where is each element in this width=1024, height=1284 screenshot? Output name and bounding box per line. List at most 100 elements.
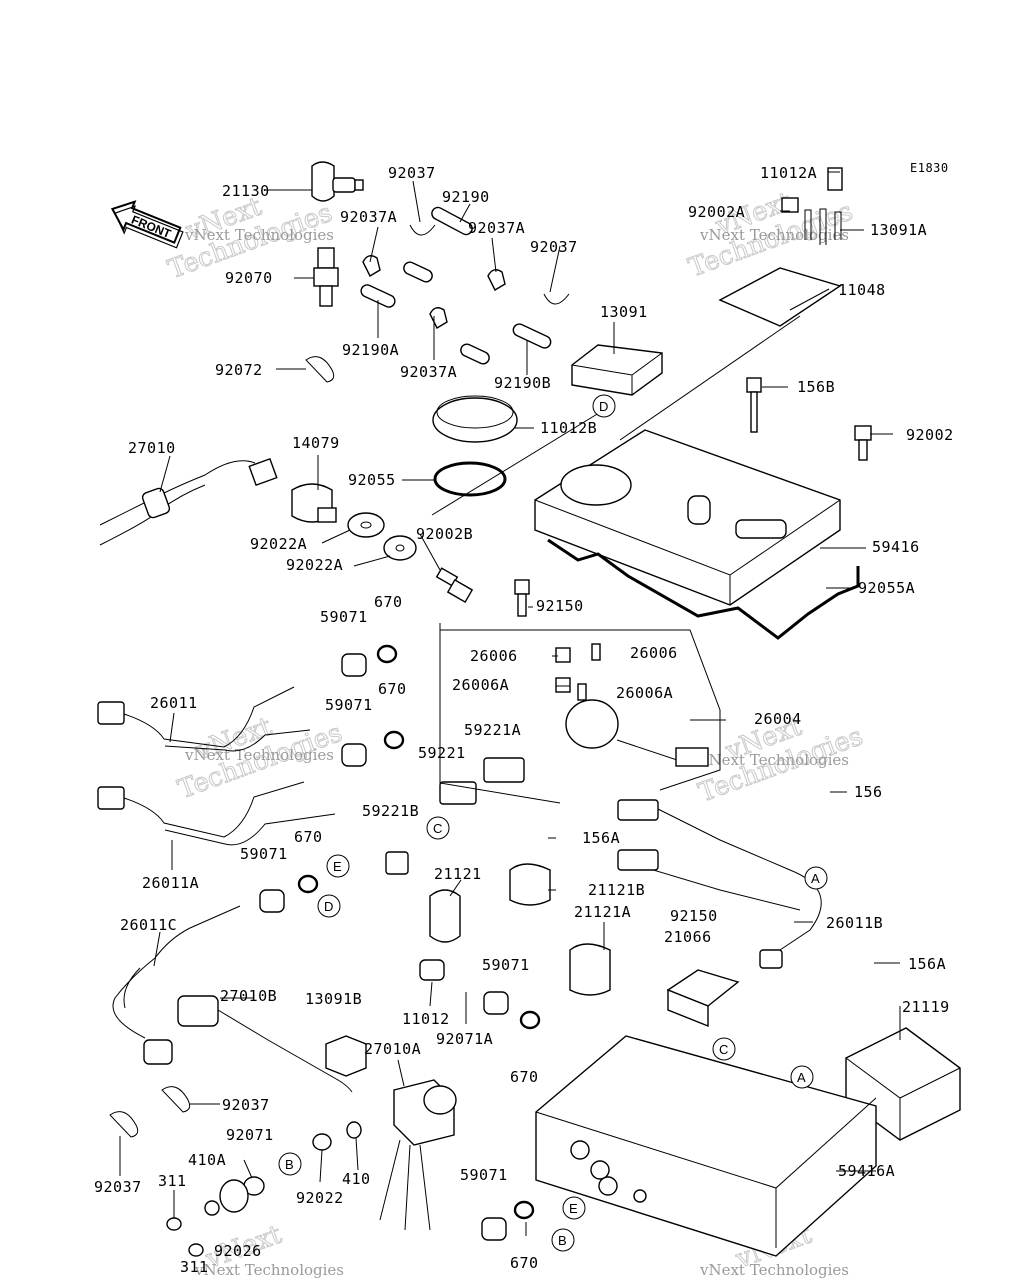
leader-lines	[119, 171, 901, 1236]
part-label: 92055A	[858, 579, 915, 597]
part-label: 27010A	[364, 1040, 421, 1058]
ref-circle-e: E	[562, 1196, 586, 1220]
svg-text:B: B	[285, 1157, 294, 1172]
part-label: 26004	[754, 710, 802, 728]
part-label: 21121	[434, 865, 482, 883]
part-label: 92190	[442, 188, 490, 206]
part-label: 59416A	[838, 1162, 895, 1180]
ref-circle-a: A	[804, 866, 828, 890]
part-label: 13091A	[870, 221, 927, 239]
ref-circle-c: C	[426, 816, 450, 840]
part-label: 59071	[325, 696, 373, 714]
svg-text:D: D	[324, 899, 333, 914]
part-label: 92071A	[436, 1030, 493, 1048]
part-label: 26006	[470, 647, 518, 665]
ref-circle-b: B	[551, 1228, 575, 1252]
watermark-inline: vNext Technologies	[699, 1261, 849, 1279]
part-label: 26011C	[120, 916, 177, 934]
ref-circle-c: C	[712, 1037, 736, 1061]
ref-circle-d: D	[592, 394, 616, 418]
part-label: 156A	[582, 829, 620, 847]
svg-text:A: A	[811, 871, 820, 886]
part-label: 59221	[418, 744, 466, 762]
part-label: 59071	[482, 956, 530, 974]
part-label: 21066	[664, 928, 712, 946]
part-label: 27010	[128, 439, 176, 457]
part-label: 59416	[872, 538, 920, 556]
part-label: 92037A	[400, 363, 457, 381]
part-label: 92022A	[250, 535, 307, 553]
part-label: 92072	[215, 361, 263, 379]
part-label: 13091B	[305, 990, 362, 1008]
part-label: 92037	[530, 238, 578, 256]
watermark-inline: vNext Technologies	[699, 751, 849, 769]
part-label: 92002B	[416, 525, 473, 543]
watermark-inline: vNext Technologies	[194, 1261, 344, 1279]
part-label: 92037	[222, 1096, 270, 1114]
part-label: 92071	[226, 1126, 274, 1144]
ref-circle-b: B	[278, 1152, 302, 1176]
part-label: 92002A	[688, 203, 745, 221]
part-label: 92150	[670, 907, 718, 925]
part-label: 11012A	[760, 164, 817, 182]
part-label: 156B	[797, 378, 835, 396]
front-arrow-icon: FRONT	[110, 200, 184, 249]
svg-text:C: C	[719, 1042, 728, 1057]
part-label: 59071	[320, 608, 368, 626]
watermark-inline: vNext Technologies	[699, 226, 849, 244]
part-label: 13091	[600, 303, 648, 321]
part-label: 26011B	[826, 914, 883, 932]
svg-text:E: E	[333, 859, 342, 874]
part-label: 92037A	[468, 219, 525, 237]
part-label: 92150	[536, 597, 584, 615]
part-label: 92037	[388, 164, 436, 182]
part-label: 92002	[906, 426, 954, 444]
diagram-code: E1830	[910, 161, 949, 175]
part-label: 670	[510, 1068, 539, 1086]
part-label: 311	[180, 1258, 209, 1276]
part-label: 670	[374, 593, 403, 611]
watermark-inline: vNext Technologies	[184, 746, 334, 764]
part-label: 410	[342, 1170, 371, 1188]
part-label: 670	[294, 828, 323, 846]
part-label: 92037A	[340, 208, 397, 226]
part-label: 670	[378, 680, 407, 698]
ref-circle-e: E	[326, 854, 350, 878]
part-label: 59221A	[464, 721, 521, 739]
svg-text:C: C	[433, 821, 442, 836]
part-label: 410A	[188, 1151, 226, 1169]
part-label: 156A	[908, 955, 946, 973]
part-label: 311	[158, 1172, 187, 1190]
part-label: 26006	[630, 644, 678, 662]
part-label: 11012B	[540, 419, 597, 437]
reference-markers: D A C E D C A B E B	[278, 394, 828, 1252]
svg-text:A: A	[797, 1070, 806, 1085]
part-label: 92190B	[494, 374, 551, 392]
part-label: 26006A	[452, 676, 509, 694]
part-label: 59071	[460, 1166, 508, 1184]
part-label: 156	[854, 783, 883, 801]
part-label: 11012	[402, 1010, 450, 1028]
part-number-labels: 21130 92037 92190 11012A 92002A 13091A 9…	[94, 164, 954, 1276]
part-label: 59221B	[362, 802, 419, 820]
svg-text:D: D	[599, 399, 608, 414]
watermark-inline: vNext Technologies	[184, 226, 334, 244]
svg-text:B: B	[558, 1233, 567, 1248]
svg-text:E: E	[569, 1201, 578, 1216]
part-label: 26011	[150, 694, 198, 712]
part-label: 92055	[348, 471, 396, 489]
ref-circle-a: A	[790, 1065, 814, 1089]
part-label: 27010B	[220, 987, 277, 1005]
part-shapes	[97, 161, 961, 1257]
part-label: 26011A	[142, 874, 199, 892]
part-label: 92070	[225, 269, 273, 287]
part-label: 14079	[292, 434, 340, 452]
part-label: 670	[510, 1254, 539, 1272]
part-label: 21121B	[588, 881, 645, 899]
part-label: 21119	[902, 998, 950, 1016]
part-label: 92190A	[342, 341, 399, 359]
part-label: 92022A	[286, 556, 343, 574]
part-label: 59071	[240, 845, 288, 863]
part-label: 92026	[214, 1242, 262, 1260]
